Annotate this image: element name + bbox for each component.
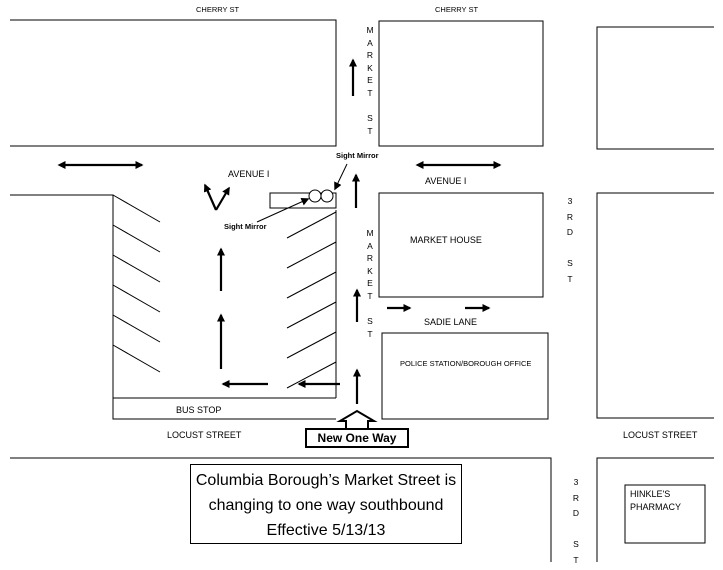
market-house-building [378,192,544,298]
parking-lot-outline [10,194,336,420]
new-one-way-arrow [336,409,378,428]
annotation-sight-mirror-top: Sight Mirror [336,151,379,160]
sight-mirror-circle-2 [320,189,334,203]
pharmacy-building [624,484,706,544]
street-label-avenue-i-left: AVENUE I [228,169,270,179]
street-label-sadie-lane: SADIE LANE [424,317,478,327]
street-label-locust-right: LOCUST STREET [623,430,698,440]
block-mid-right [596,192,714,419]
building-label-police-station: POLICE STATION/BOROUGH OFFICE [400,359,532,368]
block-bottom-right [596,457,714,562]
arrow-v-left [203,183,218,211]
building-label-market-house: MARKET HOUSE [410,235,482,245]
notice-line-3: Effective 5/13/13 [266,522,386,539]
notice-box: Columbia Borough’s Market Street is chan… [190,464,462,544]
mirror-pointer-top [334,163,348,191]
arrow-v-right [215,186,230,211]
sight-mirror-circle-1 [308,189,322,203]
street-label-cherry-left: CHERRY ST [196,5,240,14]
block-bottom-left [10,457,552,562]
parking-stalls-left [112,194,161,373]
notice-line-2: changing to one way southbound [208,497,444,514]
police-station-building [381,332,549,420]
annotation-sight-mirror-left: Sight Mirror [224,222,267,231]
new-one-way-label: New One Way [305,428,409,448]
block-top-middle [378,20,544,147]
parking-stalls-right [286,211,337,389]
building-label-bus-stop: BUS STOP [176,405,222,415]
street-label-avenue-i-right: AVENUE I [425,176,467,186]
block-top-right [596,26,714,150]
block-top-left [10,19,337,147]
mirror-pointer-left [256,198,310,223]
street-label-locust-left: LOCUST STREET [167,430,242,440]
sight-mirror-bar [269,192,337,209]
street-label-cherry-right: CHERRY ST [435,5,479,14]
notice-line-1: Columbia Borough’s Market Street is [195,472,457,489]
